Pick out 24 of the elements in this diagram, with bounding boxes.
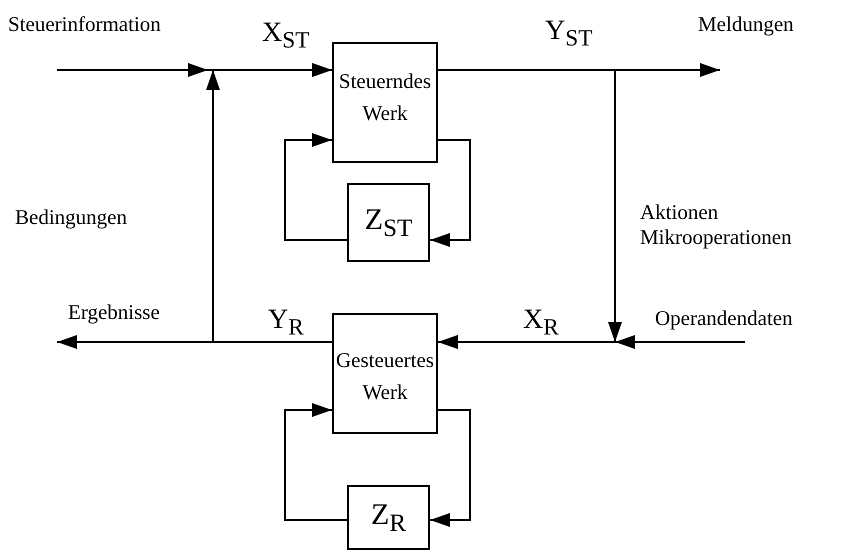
edge-label: Aktionen Mikrooperationen — [640, 200, 793, 250]
edge-label: Y$_{R}$ — [268, 303, 304, 343]
block-label: Gesteuertes Werk — [335, 347, 435, 406]
edge-label: X$_{R}$ — [523, 303, 559, 343]
arrow — [206, 63, 332, 343]
block-box — [347, 485, 430, 550]
arrow — [284, 403, 347, 521]
signal-label: Steuerinformation — [8, 12, 161, 38]
block-box — [347, 183, 430, 262]
signal-label: Meldungen — [698, 12, 794, 38]
block-label: Z$_{ST}$ — [364, 202, 412, 244]
block-label: Steuerndes Werk — [338, 68, 432, 126]
signal-label: Ergebnisse — [68, 300, 160, 326]
edge-label: X$_{ST}$ — [262, 16, 310, 56]
block-label: Z$_{R}$ — [370, 497, 406, 540]
arrow — [430, 409, 471, 527]
signal-label: Operandendaten — [655, 306, 793, 332]
block-box — [332, 42, 438, 163]
edge-label: Bedingungen — [15, 205, 128, 230]
block-box — [332, 313, 438, 434]
arrow — [438, 69, 622, 349]
edge-label: Y$_{ST}$ — [545, 14, 592, 54]
arrow — [430, 139, 471, 247]
arrow — [284, 133, 347, 241]
